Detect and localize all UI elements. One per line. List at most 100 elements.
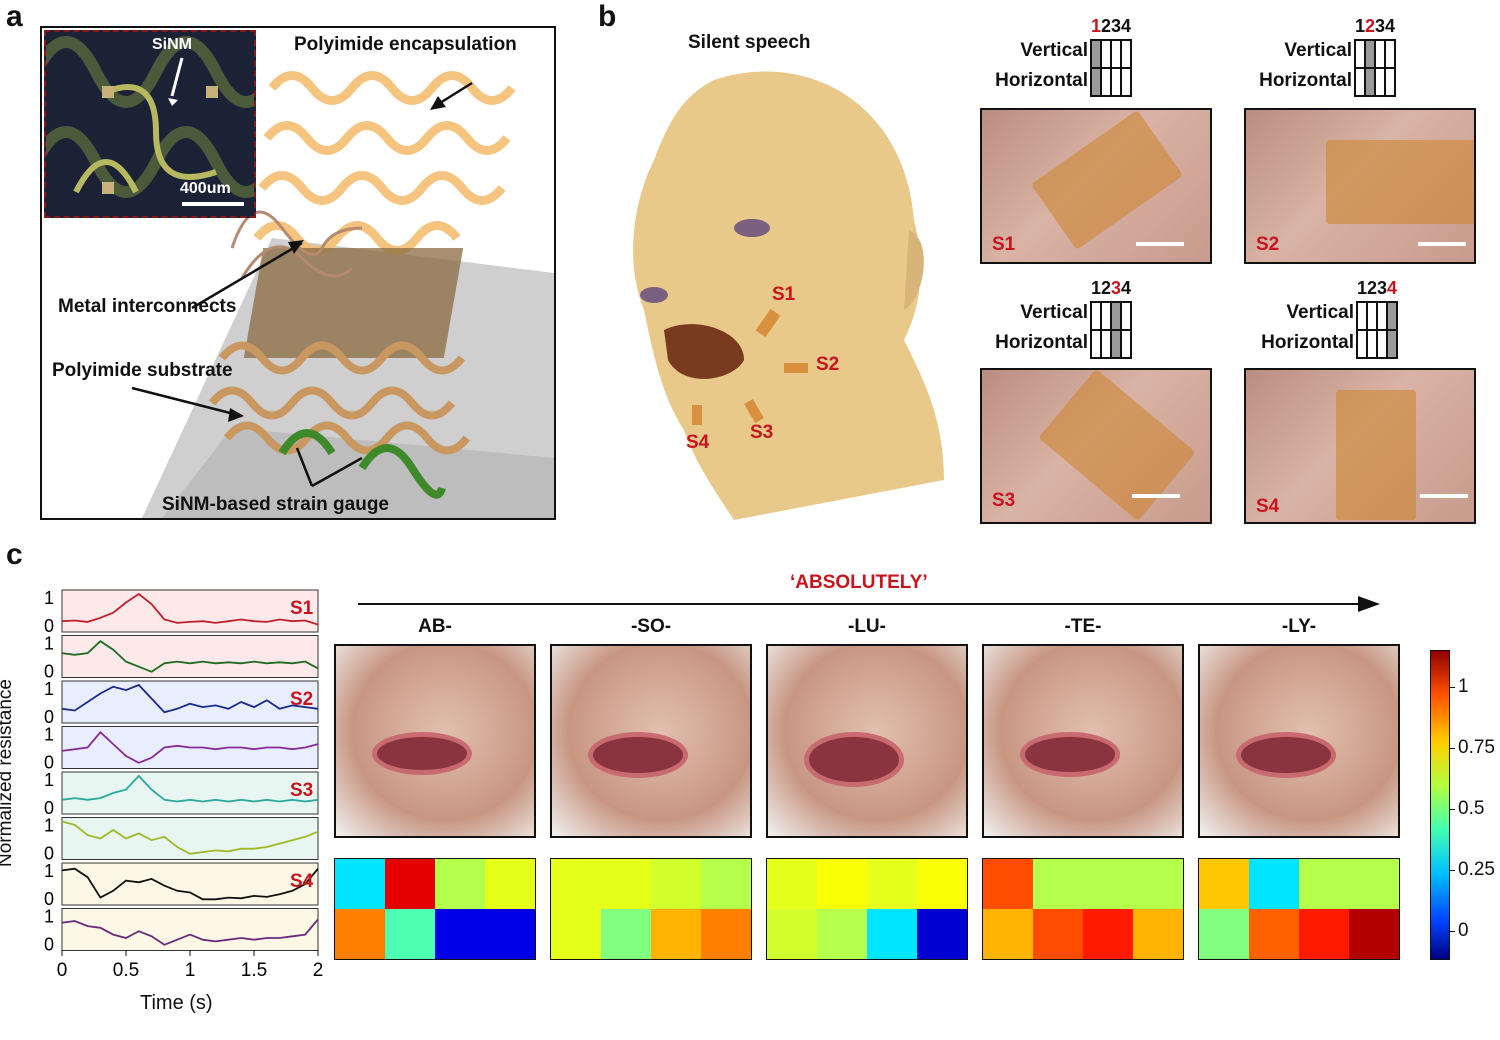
heatmap-cell <box>651 859 701 909</box>
heatmap-cell <box>485 909 535 959</box>
heatmap-cell <box>601 859 651 909</box>
face-photo <box>766 644 968 838</box>
heatmap-cell <box>435 859 485 909</box>
inset-scale-bar <box>182 202 244 206</box>
heatmap-cell <box>701 859 751 909</box>
colorbar-tick-mark <box>1450 808 1455 810</box>
colorbar-tick-label: 0 <box>1458 919 1469 941</box>
mouth-shape <box>1020 732 1120 777</box>
trace-line <box>61 683 319 714</box>
heatmap-cell <box>1299 859 1349 909</box>
arrow-icon <box>168 57 184 106</box>
trace-ytick: 0 <box>44 662 54 682</box>
sinm-micrograph-inset: SiNM 400um <box>44 30 256 218</box>
mouth-shape <box>588 732 688 778</box>
col-header: 2 <box>1365 16 1376 36</box>
heatmap-cell <box>983 909 1033 959</box>
trace-group-label: S3 <box>290 780 313 801</box>
heatmap-cell <box>1249 909 1299 959</box>
panel-a-illustration <box>131 71 554 518</box>
label-metal-interconnects: Metal interconnects <box>58 296 237 317</box>
col-header: 2 <box>1367 278 1378 298</box>
heatmap-cell <box>917 859 967 909</box>
col-header: 4 <box>1385 16 1396 36</box>
trace-ytick: 1 <box>44 634 54 654</box>
panel-label-b: b <box>598 0 617 33</box>
heatmap-cell <box>917 909 967 959</box>
syllable-label: -TE- <box>1064 616 1102 637</box>
channel-heatmap <box>334 858 536 960</box>
trace-box <box>61 589 319 633</box>
trace-line <box>61 867 319 901</box>
col-header: 2 <box>1101 278 1112 298</box>
heatmap-cell <box>335 859 385 909</box>
row-label-horizontal: Horizontal <box>1261 332 1354 353</box>
trace-line <box>61 640 319 673</box>
trace-ytick: 1 <box>44 907 54 927</box>
time-arrow <box>358 596 1380 612</box>
heatmap-cell <box>1349 909 1399 959</box>
heatmap-cell <box>651 909 701 959</box>
heatmap-cell <box>1033 859 1083 909</box>
head-sensor-s1: S1 <box>772 284 796 305</box>
heatmap-cell <box>1349 859 1399 909</box>
panel-label-c: c <box>6 538 23 571</box>
trace-box <box>61 908 319 951</box>
channel-heatmap <box>550 858 752 960</box>
trace-ytick: 1 <box>44 679 54 699</box>
colorbar-tick-mark <box>1450 686 1455 688</box>
heatmap-cell <box>435 909 485 959</box>
col-header: 1 <box>1357 278 1368 298</box>
label-sinm-strain-gauge: SiNM-based strain gauge <box>162 494 389 515</box>
trace-line <box>61 918 319 946</box>
heatmap-cell <box>1199 909 1249 959</box>
trace-box <box>61 862 319 906</box>
sensor-photo-s3: S3 <box>980 368 1212 524</box>
col-header: 3 <box>1111 16 1122 36</box>
row-label-vertical: Vertical <box>1020 302 1088 323</box>
face-photo <box>550 644 752 838</box>
col-header: 1 <box>1355 16 1366 36</box>
col-header: 3 <box>1377 278 1388 298</box>
trace-ytick: 0 <box>44 753 54 773</box>
trace-ytick: 0 <box>44 798 54 818</box>
syllable-label: -SO- <box>630 616 672 637</box>
trace-box <box>61 635 319 678</box>
col-header: 4 <box>1121 278 1132 298</box>
mouth-shape <box>804 732 904 787</box>
heatmap-cell <box>601 909 651 959</box>
trace-ytick: 1 <box>44 725 54 745</box>
xtick-label: 1.5 <box>241 960 267 981</box>
trace-line <box>61 820 319 855</box>
col-header: 1 <box>1091 16 1102 36</box>
photo-label: S4 <box>1256 496 1280 517</box>
head-sensor-s4: S4 <box>686 432 710 453</box>
trace-line <box>61 592 319 626</box>
heatmap-cell <box>867 909 917 959</box>
heatmap-cell <box>1083 909 1133 959</box>
heatmap-cell <box>551 859 601 909</box>
head-illustration: S1 S2 S3 S4 <box>624 60 946 520</box>
face-photo <box>982 644 1184 838</box>
photo-label: S3 <box>992 490 1016 511</box>
syllable-label: AB- <box>418 616 452 637</box>
heatmap-cell <box>385 859 435 909</box>
heatmap-cell <box>1199 859 1249 909</box>
heatmap-cell <box>485 859 535 909</box>
inset-scale-label: 400um <box>180 180 231 197</box>
colorbar-tick-mark <box>1450 930 1455 932</box>
trace-ytick: 0 <box>44 616 54 636</box>
mouth-shape <box>1236 732 1336 778</box>
xtick-label: 2 <box>313 960 324 981</box>
sensor-photo-s4: S4 <box>1244 368 1476 524</box>
trace-group-label: S2 <box>290 689 313 710</box>
scale-bar <box>1136 242 1184 246</box>
sensor-photo-s1: S1 <box>980 108 1212 264</box>
face-photo <box>1198 644 1400 838</box>
colorbar-tick-label: 1 <box>1458 675 1469 697</box>
trace-ytick: 1 <box>44 588 54 608</box>
traces-ylabel: Normalized resistance <box>0 679 16 867</box>
